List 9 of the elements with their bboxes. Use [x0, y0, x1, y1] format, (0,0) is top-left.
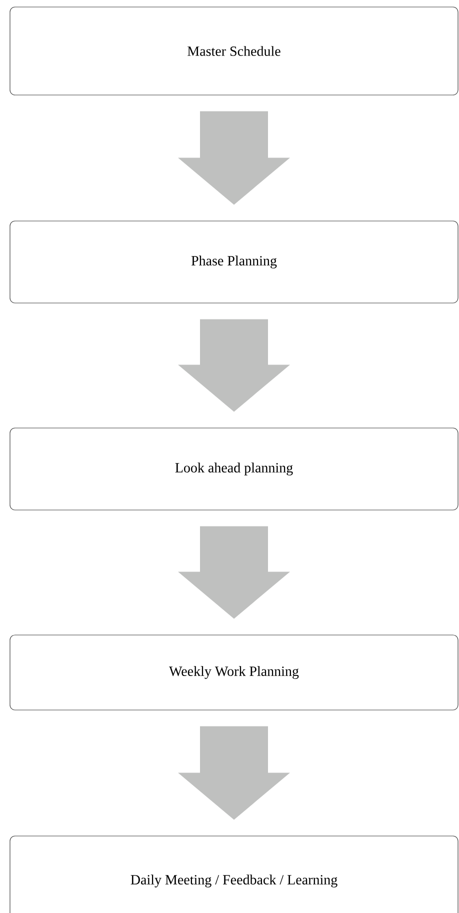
process-box: Daily Meeting / Feedback / Learning — [10, 836, 458, 913]
process-box: Phase Planning — [10, 220, 458, 304]
block-arrow — [178, 319, 290, 412]
process-box: Master Schedule — [10, 6, 458, 96]
block-arrow — [178, 111, 290, 205]
process-box: Weekly Work Planning — [10, 634, 458, 710]
block-arrow — [178, 726, 290, 820]
process-box: Look ahead planning — [10, 428, 458, 510]
block-arrow — [178, 526, 290, 619]
